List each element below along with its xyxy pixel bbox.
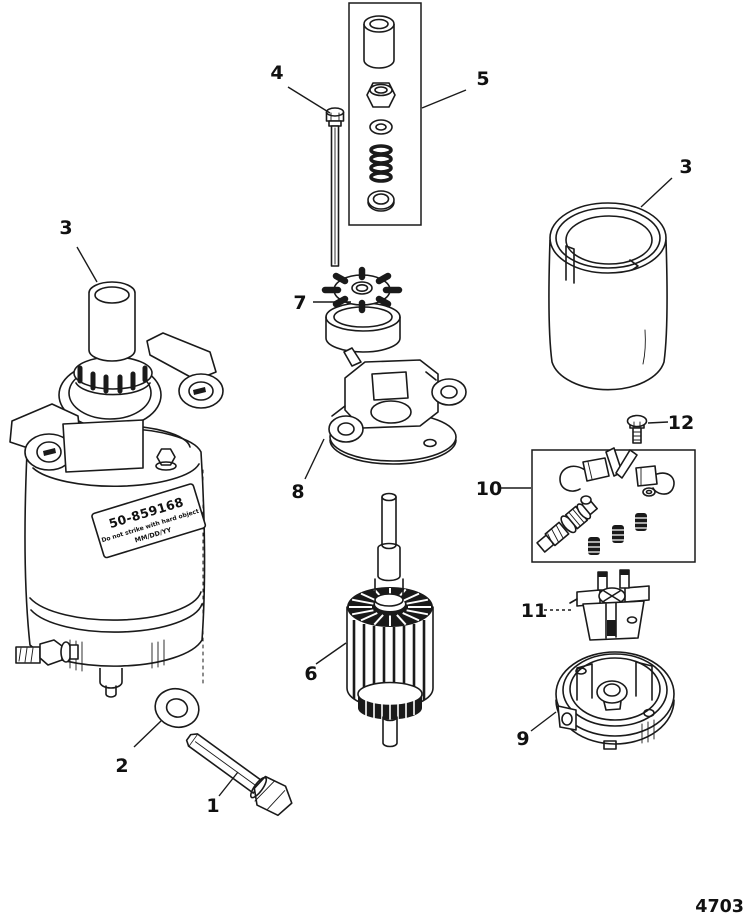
figure-code: 4703 [695,897,744,917]
terminal-stud [536,497,598,553]
callout-1: 1 [206,795,219,817]
washer [154,687,200,729]
spacer-ring [367,190,395,212]
drive-cap [363,15,395,69]
screw [626,414,648,444]
through-bolt [325,107,345,267]
callout-8: 8 [291,481,304,503]
kit-washer [369,119,393,135]
callout-2: 2 [115,755,128,777]
starter-frame [548,202,668,391]
callouts: 1 2 3 3 4 5 6 7 8 9 10 11 12 [59,62,694,817]
callout-7: 7 [293,292,306,314]
drive-kit-box [348,2,422,226]
pinion-gear [321,266,403,353]
end-cap [555,651,675,750]
drive-end-bracket [328,347,467,465]
starter-motor-assembly: 50-859168 Do not strike with hard object… [9,281,224,698]
callout-6: 6 [304,663,317,685]
terminal-stud-motor [15,639,79,666]
brush-right [635,465,675,497]
brush-springs [588,513,647,555]
kit-spring [369,144,393,183]
lock-nut [366,82,396,108]
callout-3-assembly: 3 [59,217,72,239]
brush-kit-box [531,447,696,563]
mounting-bolt [185,733,293,817]
callout-9: 9 [516,728,529,750]
callout-5: 5 [476,68,489,90]
brush-left [559,457,610,505]
brush-holder [569,569,650,641]
brush-middle [605,447,638,479]
callout-10: 10 [476,478,502,500]
callout-12: 12 [668,412,694,434]
callout-3-frame: 3 [679,156,692,178]
callout-11: 11 [521,600,547,622]
callout-4: 4 [270,62,283,84]
leader-lines [76,86,673,797]
armature [346,492,434,748]
